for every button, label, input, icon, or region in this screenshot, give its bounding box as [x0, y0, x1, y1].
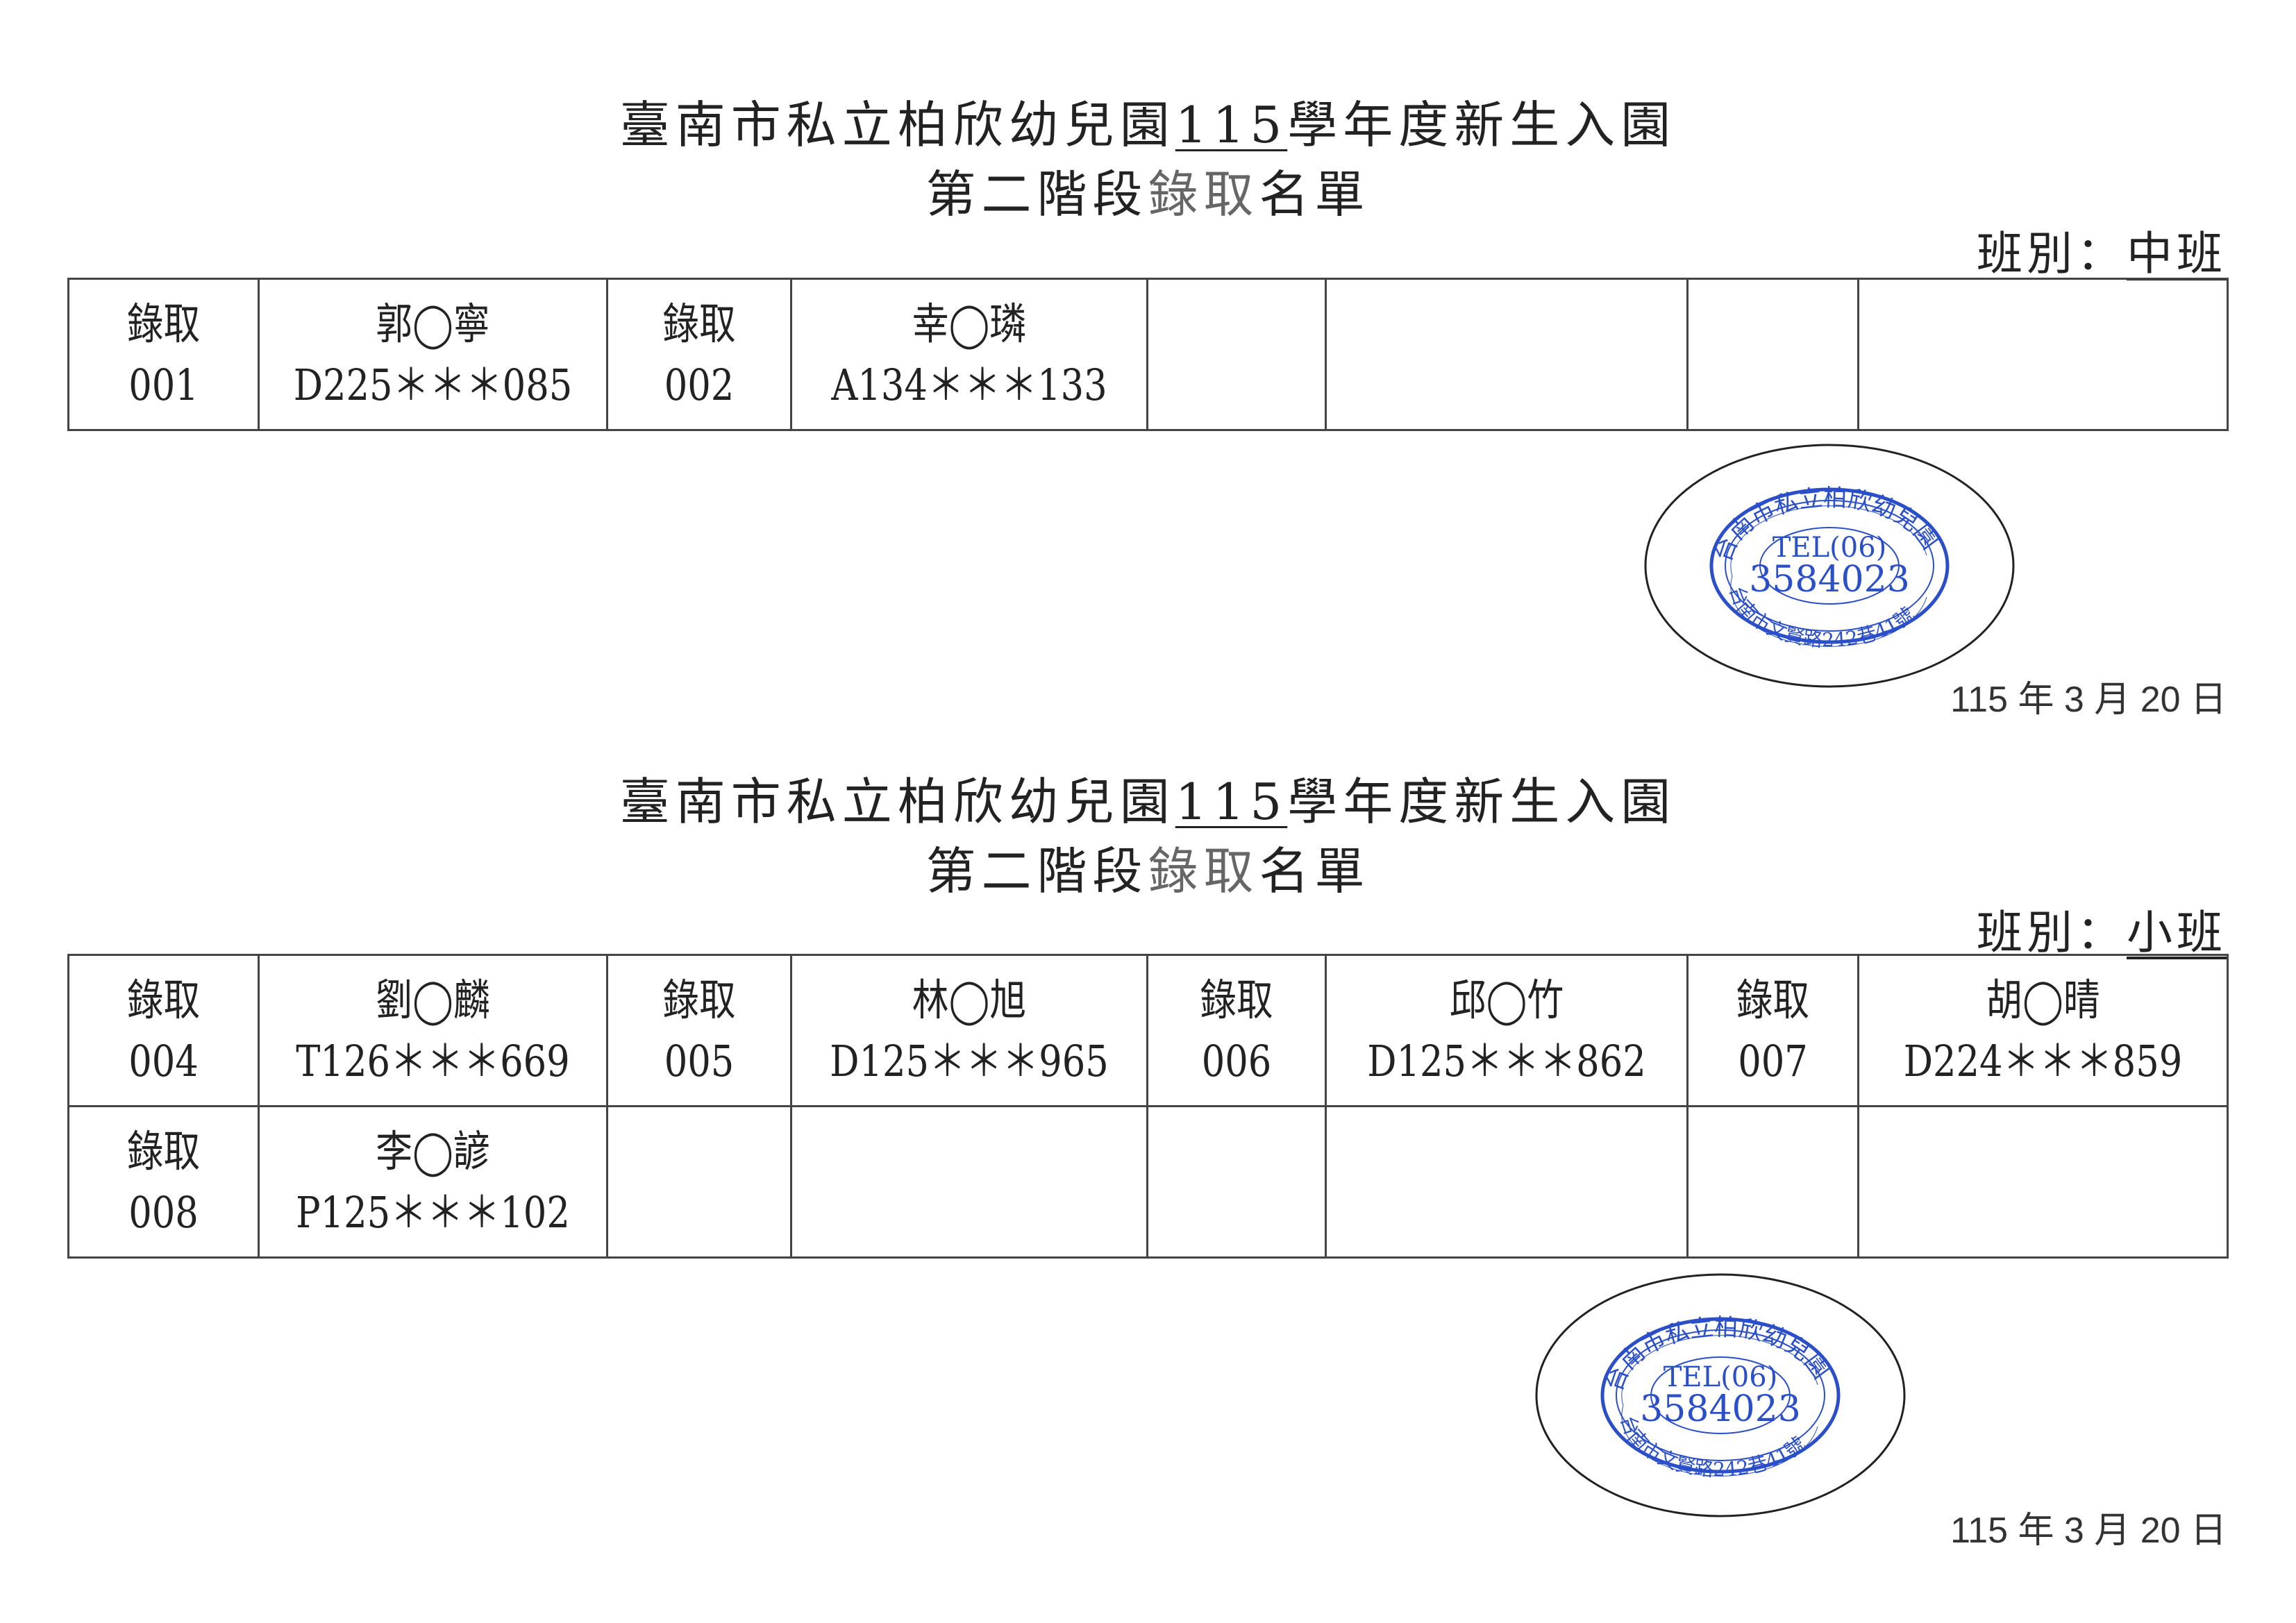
student-cell: [1325, 1105, 1689, 1259]
seal-text: TEL(06): [1664, 1361, 1778, 1393]
subtitle-b: 錄取: [1148, 842, 1259, 900]
student-cell: 幸◯璘 A134＊＊＊133: [790, 278, 1148, 431]
admission-number-cell: [1146, 1105, 1327, 1259]
title-year: 115: [1175, 773, 1288, 831]
school-title: 臺南市私立柏欣幼兒園115學年度新生入園: [0, 777, 2296, 827]
title-pre: 臺南市私立柏欣幼兒園: [619, 773, 1175, 831]
admission-number: 008: [128, 1186, 199, 1238]
class-value: 中班: [2127, 227, 2227, 280]
table-row: 錄取 004 劉◯麟 T126＊＊＊669 錄取 005 林◯旭 D125＊＊＊965 錄取 00…: [67, 954, 2229, 1107]
admission-number: 005: [664, 1035, 735, 1086]
student-name: 林◯旭: [912, 974, 1027, 1025]
student-id: D225＊＊＊085: [293, 359, 573, 410]
admission-number-cell: 錄取 006: [1146, 954, 1327, 1107]
student-id: D224＊＊＊859: [1903, 1035, 2183, 1086]
subtitle-a: 第二階段: [925, 165, 1148, 224]
admission-label: 錄取: [1200, 974, 1273, 1025]
student-id: P125＊＊＊102: [296, 1186, 570, 1238]
admission-label: 錄取: [662, 298, 736, 349]
admission-number: 002: [664, 359, 735, 410]
seal-text: 3584023: [1640, 1388, 1801, 1430]
title-year: 115: [1175, 96, 1288, 154]
school-seal: 台南市私立柏欣幼兒園 台南市文賢路242巷41號 TEL(06) 3584023: [1644, 444, 2015, 688]
admission-number-cell: [1686, 278, 1859, 431]
student-cell: 邱◯竹 D125＊＊＊862: [1325, 954, 1689, 1107]
class-value: 小班: [2127, 906, 2227, 959]
school-seal: 台南市私立柏欣幼兒園 台南市文賢路242巷41號 TEL(06) 3584023: [1535, 1273, 1906, 1517]
admission-number-cell: [606, 1105, 792, 1259]
student-name: 郭◯寧: [376, 298, 490, 349]
admission-number: 001: [128, 359, 199, 410]
student-cell: 胡◯晴 D224＊＊＊859: [1857, 954, 2229, 1107]
table-row: 錄取 008 李◯諺 P125＊＊＊102: [67, 1105, 2229, 1259]
seal-text: TEL(06): [1773, 532, 1887, 564]
student-name: 邱◯竹: [1449, 974, 1564, 1025]
student-id: T126＊＊＊669: [296, 1035, 570, 1086]
class-label: 班別：中班: [1977, 217, 2227, 283]
admission-number-cell: 錄取 004: [67, 954, 260, 1107]
student-cell: 劉◯麟 T126＊＊＊669: [258, 954, 608, 1107]
date: 115 年 3 月 20 日: [1950, 1511, 2227, 1551]
subtitle-c: 名單: [1259, 165, 1371, 224]
student-name: 李◯諺: [376, 1125, 490, 1177]
student-cell: 李◯諺 P125＊＊＊102: [258, 1105, 608, 1259]
student-cell: 林◯旭 D125＊＊＊965: [790, 954, 1148, 1107]
admission-number-cell: 錄取 001: [67, 278, 260, 431]
student-id: D125＊＊＊862: [1367, 1035, 1646, 1086]
class-label: 班別：: [1977, 906, 2127, 959]
admission-number-cell: 錄取 007: [1686, 954, 1859, 1107]
admission-number: 007: [1738, 1035, 1808, 1086]
seal-text: 3584023: [1749, 559, 1910, 600]
student-id: A134＊＊＊133: [831, 359, 1107, 410]
student-cell: [1325, 278, 1689, 431]
title-post: 學年度新生入園: [1287, 96, 1677, 154]
student-name: 幸◯璘: [912, 298, 1027, 349]
title-post: 學年度新生入園: [1287, 773, 1677, 831]
admission-number: 006: [1201, 1035, 1272, 1086]
student-cell: [1857, 278, 2229, 431]
student-name: 劉◯麟: [376, 974, 490, 1025]
list-subtitle: 第二階段錄取名單: [0, 846, 2296, 896]
admission-table: 錄取 004 劉◯麟 T126＊＊＊669 錄取 005 林◯旭 D125＊＊＊965 錄取 00…: [67, 954, 2229, 1259]
table-row: 錄取 001 郭◯寧 D225＊＊＊085 錄取 002 幸◯璘 A134＊＊＊133: [67, 278, 2229, 431]
student-cell: [1857, 1105, 2229, 1259]
student-cell: 郭◯寧 D225＊＊＊085: [258, 278, 608, 431]
admission-label: 錄取: [126, 974, 201, 1025]
class-label: 班別：小班: [1977, 895, 2227, 962]
subtitle-b: 錄取: [1148, 165, 1259, 224]
list-subtitle: 第二階段錄取名單: [0, 169, 2296, 219]
class-label: 班別：: [1977, 227, 2127, 280]
subtitle-c: 名單: [1259, 842, 1371, 900]
admission-number-cell: [1146, 278, 1327, 431]
student-id: D125＊＊＊965: [830, 1035, 1109, 1086]
admission-label: 錄取: [126, 1125, 201, 1177]
title-pre: 臺南市私立柏欣幼兒園: [619, 96, 1175, 154]
admission-label: 錄取: [662, 974, 736, 1025]
subtitle-a: 第二階段: [925, 842, 1148, 900]
admission-label: 錄取: [126, 298, 201, 349]
admission-number-cell: 錄取 008: [67, 1105, 260, 1259]
admission-number-cell: 錄取 005: [606, 954, 792, 1107]
student-cell: [790, 1105, 1148, 1259]
admission-label: 錄取: [1736, 974, 1810, 1025]
admission-number: 004: [128, 1035, 199, 1086]
admission-number-cell: [1686, 1105, 1859, 1259]
admission-number-cell: 錄取 002: [606, 278, 792, 431]
student-name: 胡◯晴: [1986, 974, 2100, 1025]
date: 115 年 3 月 20 日: [1950, 680, 2227, 720]
admission-table: 錄取 001 郭◯寧 D225＊＊＊085 錄取 002 幸◯璘 A134＊＊＊133: [67, 278, 2229, 431]
school-title: 臺南市私立柏欣幼兒園115學年度新生入園: [0, 100, 2296, 150]
